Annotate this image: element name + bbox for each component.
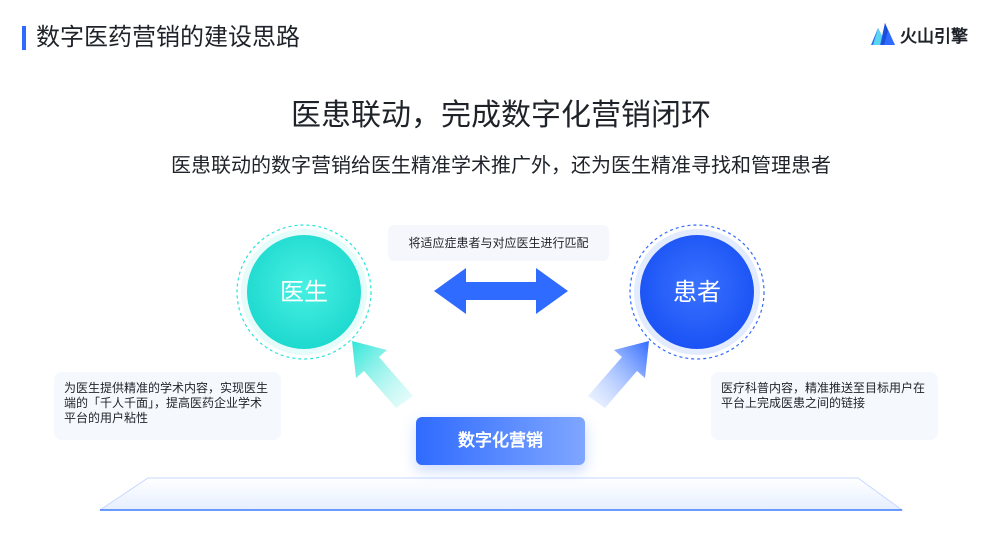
patient-circle <box>640 235 754 349</box>
platform-base <box>98 477 904 511</box>
match-caption: 将适应症患者与对应医生进行匹配 <box>388 225 609 261</box>
brand-name: 火山引擎 <box>900 26 968 47</box>
doctor-label: 医生 <box>280 278 328 306</box>
up-left-arrow-icon <box>352 341 413 408</box>
patient-label: 患者 <box>673 278 721 306</box>
headline: 医患联动，完成数字化营销闭环 <box>291 98 711 133</box>
volcano-mountain-icon <box>871 23 895 45</box>
doctor-outer-ring <box>236 224 372 360</box>
doctor-circle <box>247 235 361 349</box>
title-accent-bar <box>22 26 26 50</box>
digital-marketing-label: 数字化营销 <box>416 417 585 465</box>
doctor-note: 为医生提供精准的学术内容，实现医生端的「千人千面」，提高医药企业学术平台的用户粘… <box>54 372 281 440</box>
patient-outer-ring <box>629 224 765 360</box>
subheadline: 医患联动的数字营销给医生精准学术推广外，还为医生精准寻找和管理患者 <box>171 153 831 177</box>
double-arrow-icon <box>434 268 568 314</box>
page-title: 数字医药营销的建设思路 <box>36 23 300 51</box>
up-right-arrow-icon <box>588 341 649 408</box>
brand-logo: 火山引擎 <box>870 19 968 49</box>
patient-note: 医疗科普内容，精准推送至目标用户在平台上完成医患之间的链接 <box>711 372 938 440</box>
